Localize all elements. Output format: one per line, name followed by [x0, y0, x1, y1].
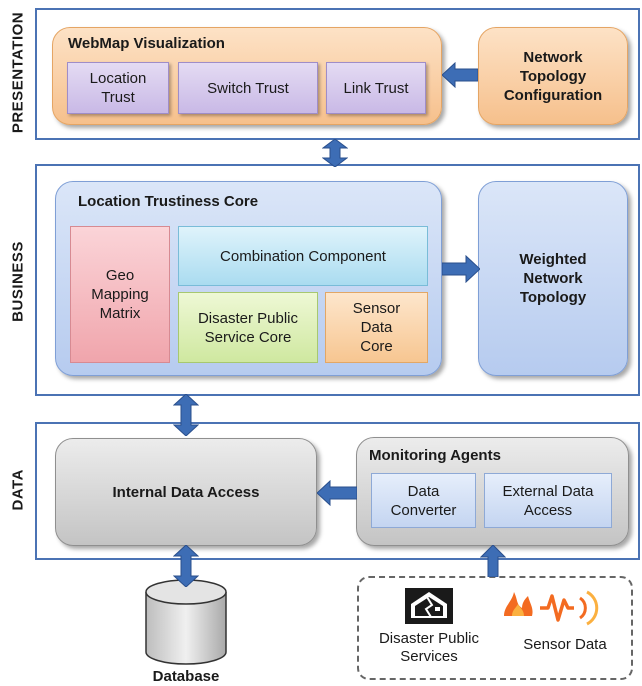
- database-icon: [145, 579, 227, 665]
- geo-mapping-matrix-box: Geo Mapping Matrix: [70, 226, 170, 363]
- database-label: Database: [152, 668, 220, 685]
- disaster-house-icon: [405, 588, 453, 624]
- combination-component-box: Combination Component: [178, 226, 428, 286]
- presentation-label: PRESENTATION: [9, 11, 27, 134]
- link-trust-box: Link Trust: [326, 62, 426, 114]
- business-label: BUSINESS: [9, 241, 27, 322]
- arrow-monitoring-to-internal: [317, 480, 357, 506]
- webmap-title: WebMap Visualization: [68, 35, 225, 52]
- switch-trust-box: Switch Trust: [178, 62, 318, 114]
- disaster-public-services-label: Disaster Public Services: [378, 630, 480, 665]
- sensor-signal-icon: [504, 590, 599, 626]
- arrow-business-data: [173, 394, 199, 436]
- arrow-left-topology-to-webmap: [442, 62, 478, 88]
- location-trustiness-core-title: Location Trustiness Core: [78, 193, 259, 210]
- sensor-data-label: Sensor Data: [523, 636, 607, 653]
- arrow-presentation-business: [322, 139, 348, 167]
- location-trust-box: Location Trust: [67, 62, 169, 114]
- arrow-core-to-weighted: [442, 255, 480, 283]
- external-data-access-box: External Data Access: [484, 473, 612, 528]
- monitoring-agents-title: Monitoring Agents: [369, 447, 501, 464]
- arrow-internal-database: [173, 545, 199, 587]
- disaster-public-service-core-box: Disaster Public Service Core: [178, 292, 318, 363]
- internal-data-access-box: Internal Data Access: [55, 438, 317, 546]
- sensor-data-core-box: Sensor Data Core: [325, 292, 428, 363]
- data-label: DATA: [9, 469, 27, 511]
- arrow-sources-to-monitoring: [480, 545, 506, 577]
- data-converter-box: Data Converter: [371, 473, 476, 528]
- network-topology-configuration-box: Network Topology Configuration: [478, 27, 628, 125]
- weighted-network-topology-box: Weighted Network Topology: [478, 181, 628, 376]
